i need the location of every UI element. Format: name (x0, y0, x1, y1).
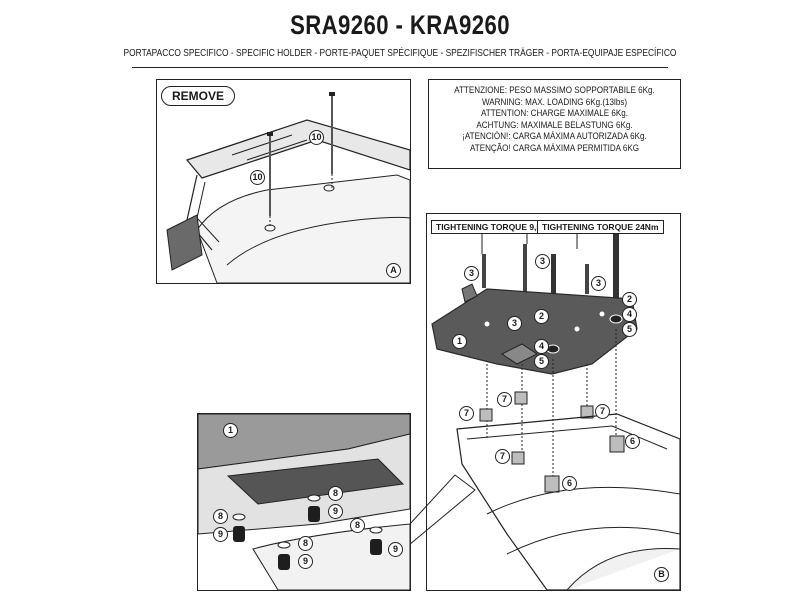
warning-line: ATENÇÃO! CARGA MÁXIMA PERMITIDA 6KG (469, 142, 640, 154)
max-load-warning: ATTENZIONE: PESO MASSIMO SOPPORTABILE 6K… (428, 79, 681, 169)
part-number-3: 3 (535, 254, 550, 269)
part-number-8: 8 (298, 536, 313, 551)
part-number-3: 3 (464, 266, 479, 281)
part-number-8: 8 (350, 518, 365, 533)
part-number-9: 9 (213, 527, 228, 542)
part-number-3: 3 (591, 276, 606, 291)
part-number-6: 6 (625, 434, 640, 449)
warning-line: ACHTUNG: MAXIMALE BELASTUNG 6Kg. (476, 119, 633, 131)
part-number-2: 2 (622, 292, 637, 307)
part-number-10: 10 (309, 130, 324, 145)
detail-panel: 1 8 8 8 8 9 9 9 9 (197, 413, 411, 591)
title-divider (132, 67, 668, 68)
detail-illustration (198, 414, 410, 590)
warning-line: ATTENTION: CHARGE MAXIMALE 6Kg. (480, 108, 629, 120)
panel-letter-a: A (386, 263, 401, 278)
part-number-3: 3 (507, 316, 522, 331)
part-number-9: 9 (298, 554, 313, 569)
part-number-2: 2 (534, 309, 549, 324)
torque-label-9-5nm: TIGHTENING TORQUE 9,5Nm (431, 220, 560, 234)
warning-line: ATTENZIONE: PESO MASSIMO SOPPORTABILE 6K… (454, 85, 655, 96)
installation-panel: TIGHTENING TORQUE 9,5Nm TIGHTENING TORQU… (426, 213, 681, 591)
detail-letter-1: 1 (223, 423, 238, 438)
panel-letter-b: B (654, 567, 669, 582)
part-number-9: 9 (328, 504, 343, 519)
part-number-7: 7 (595, 404, 610, 419)
page-subtitle: PORTAPACCO SPECIFICO - SPECIFIC HOLDER -… (123, 47, 677, 59)
part-number-8: 8 (213, 509, 228, 524)
part-number-9: 9 (388, 542, 403, 557)
torque-label-24nm: TIGHTENING TORQUE 24Nm (537, 220, 664, 234)
part-number-5: 5 (622, 322, 637, 337)
part-number-5: 5 (534, 354, 549, 369)
part-number-6: 6 (562, 476, 577, 491)
page-title: SRA9260 - KRA9260 (290, 10, 510, 40)
part-number-4: 4 (622, 307, 637, 322)
warning-line: ¡ATENCIÓN!: CARGA MÁXIMA AUTORIZADA 6Kg. (462, 131, 647, 143)
removal-panel: REMOVE 10 10 A (156, 79, 411, 284)
part-number-8: 8 (328, 486, 343, 501)
part-number-7: 7 (459, 406, 474, 421)
part-number-10: 10 (250, 170, 265, 185)
warning-line: WARNING: MAX. LOADING 6Kg.(13lbs) (481, 96, 628, 108)
part-number-7: 7 (495, 449, 510, 464)
removal-illustration (166, 92, 410, 283)
installation-illustration (431, 232, 680, 590)
part-number-1: 1 (452, 334, 467, 349)
part-number-4: 4 (534, 339, 549, 354)
part-number-7: 7 (497, 392, 512, 407)
remove-label: REMOVE (161, 86, 236, 106)
